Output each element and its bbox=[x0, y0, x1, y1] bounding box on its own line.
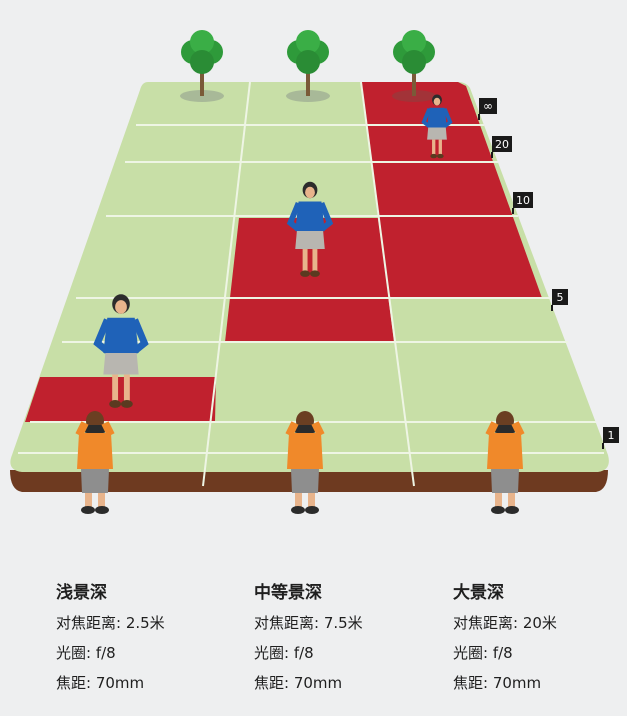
focus-zone-shallow bbox=[25, 377, 216, 422]
distance-marker-label: 5 bbox=[557, 291, 564, 304]
panel-title: 大景深 bbox=[453, 583, 504, 603]
photographer-icon bbox=[485, 411, 525, 514]
focal-length-text: 焦距: 70mm bbox=[254, 674, 343, 692]
subject-person-icon bbox=[421, 94, 453, 159]
distance-marker-label: ∞ bbox=[483, 99, 493, 113]
tree-icon bbox=[392, 30, 436, 102]
panel-shallow-dof: 浅景深 对焦距离: 2.5米 光圈: f/8 焦距: 70mm bbox=[56, 578, 246, 702]
panel-title: 浅景深 bbox=[56, 583, 107, 603]
distance-marker: 10 bbox=[512, 192, 533, 214]
aperture-text: 光圈: f/8 bbox=[453, 644, 513, 662]
focus-distance-text: 对焦距离: 20米 bbox=[453, 614, 557, 632]
distance-marker: ∞ bbox=[478, 98, 497, 120]
grid-lines bbox=[18, 81, 604, 487]
tree-icon bbox=[180, 30, 224, 102]
distance-marker: 20 bbox=[491, 136, 512, 158]
distance-marker-label: 20 bbox=[495, 138, 509, 151]
focus-zone-medium bbox=[225, 218, 394, 342]
aperture-text: 光圈: f/8 bbox=[254, 644, 314, 662]
aperture-text: 光圈: f/8 bbox=[56, 644, 116, 662]
panel-deep-dof: 大景深 对焦距离: 20米 光圈: f/8 焦距: 70mm bbox=[453, 578, 627, 702]
panel-title: 中等景深 bbox=[254, 583, 322, 603]
focus-distance-text: 对焦距离: 2.5米 bbox=[56, 614, 165, 632]
distance-marker-label: 1 bbox=[608, 429, 615, 442]
focus-distance-text: 对焦距离: 7.5米 bbox=[254, 614, 363, 632]
depth-of-field-scene: ∞ 20 10 5 1 bbox=[10, 30, 619, 514]
focus-zone-deep bbox=[361, 82, 542, 298]
panel-medium-dof: 中等景深 对焦距离: 7.5米 光圈: f/8 焦距: 70mm bbox=[254, 578, 444, 702]
photographer-icon bbox=[75, 411, 115, 514]
distance-marker: 5 bbox=[551, 289, 568, 311]
distance-marker: 1 bbox=[602, 427, 619, 449]
subject-person-icon bbox=[93, 294, 149, 408]
focal-length-text: 焦距: 70mm bbox=[56, 674, 145, 692]
tree-icon bbox=[286, 30, 330, 102]
photographer-icon bbox=[285, 411, 325, 514]
focal-length-text: 焦距: 70mm bbox=[453, 674, 542, 692]
subject-person-icon bbox=[286, 181, 334, 277]
distance-marker-label: 10 bbox=[516, 194, 530, 207]
